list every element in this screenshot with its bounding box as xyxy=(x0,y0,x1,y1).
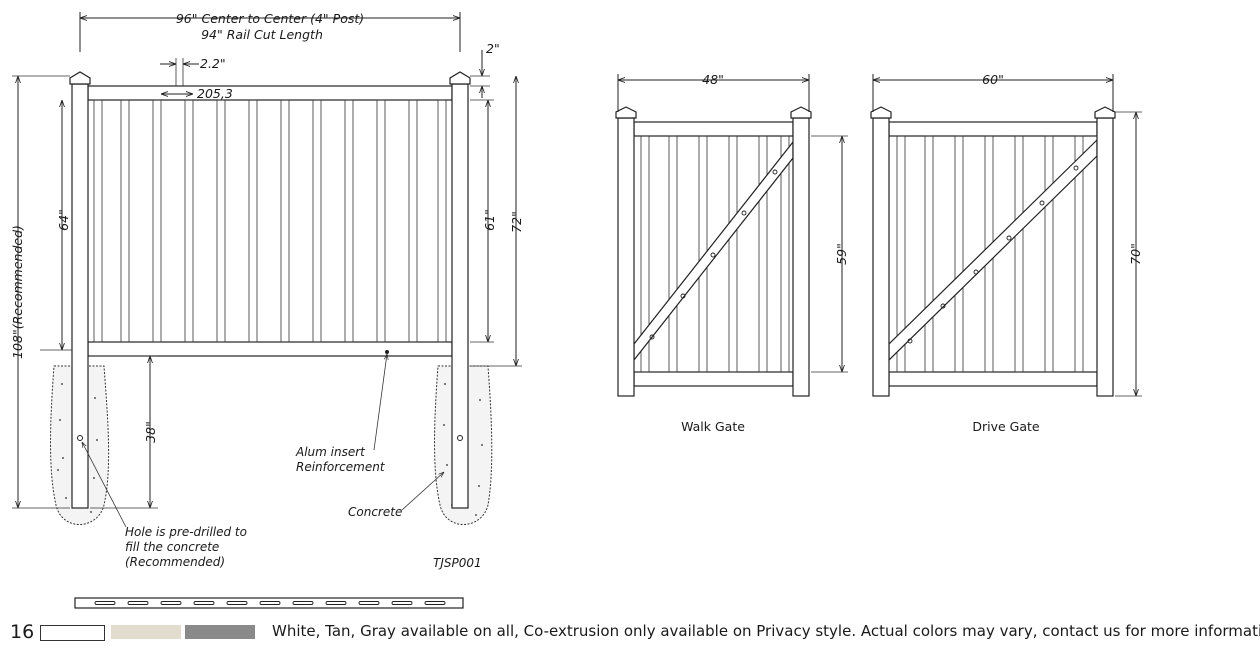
top-rail xyxy=(87,85,453,101)
fence-dimensions xyxy=(12,12,522,528)
dim-post-below-rail: 38" xyxy=(143,421,158,443)
swatch-white xyxy=(40,625,105,641)
dim-picket-spacing: 205,3 xyxy=(197,86,233,101)
drive-gate-height: 70" xyxy=(1128,243,1143,265)
page-footer: 16 White, Tan, Gray available on all, Co… xyxy=(0,614,1260,654)
fence-drawing: 96" Center to Center (4" Post) 94" Rail … xyxy=(10,11,1143,609)
fence-panel xyxy=(50,71,493,525)
drive-gate xyxy=(870,106,1116,397)
model-code: TJSP001 xyxy=(433,556,482,570)
drive-gate-dimensions: 60" 70" Drive Gate xyxy=(872,72,1143,434)
concrete-specks xyxy=(57,383,483,516)
walk-gate-width: 48" xyxy=(702,72,724,87)
walk-gate xyxy=(615,106,812,397)
pickets xyxy=(93,99,447,343)
dim-rail-cut-length: 94" Rail Cut Length xyxy=(201,27,323,42)
drive-gate-width: 60" xyxy=(982,72,1004,87)
page-number: 16 xyxy=(10,621,35,643)
swatch-gray xyxy=(185,625,255,639)
drill-hole-right xyxy=(457,435,463,441)
dim-picket-height: 61" xyxy=(482,209,497,231)
label-hole-line-1: Hole is pre-drilled to xyxy=(125,525,247,539)
dim-top-offset: 2" xyxy=(486,41,500,56)
label-concrete: Concrete xyxy=(348,505,402,519)
walk-gate-dimensions: 48" 59" Walk Gate xyxy=(617,72,849,434)
label-hole-line-2: fill the concrete xyxy=(125,540,219,554)
dim-post-above-ground: 64" xyxy=(56,209,71,231)
left-post-cap xyxy=(69,71,91,85)
drill-hole-left xyxy=(77,435,83,441)
label-alum-insert: Alum insert xyxy=(295,445,366,459)
label-hole-line-3: (Recommended) xyxy=(125,555,225,569)
color-availability-note: White, Tan, Gray available on all, Co-ex… xyxy=(272,622,1260,640)
walk-gate-caption: Walk Gate xyxy=(681,419,745,434)
dim-overall-height: 108"(Recommended) xyxy=(10,225,25,359)
insert-dot xyxy=(385,350,389,354)
rail-profile-strip xyxy=(74,597,464,609)
dim-panel-height: 72" xyxy=(509,211,524,233)
right-post-cap xyxy=(449,71,471,85)
bottom-rail xyxy=(87,341,453,357)
label-reinforcement: Reinforcement xyxy=(296,460,386,474)
dim-center-to-center: 96" Center to Center (4" Post) xyxy=(176,11,364,26)
drive-gate-caption: Drive Gate xyxy=(972,419,1040,434)
right-post xyxy=(451,83,469,509)
fence-labels: 96" Center to Center (4" Post) 94" Rail … xyxy=(10,11,524,570)
walk-gate-height: 59" xyxy=(834,243,849,265)
dim-picket-width: 2.2" xyxy=(200,56,226,71)
swatch-tan xyxy=(111,625,181,639)
left-post xyxy=(71,83,89,509)
